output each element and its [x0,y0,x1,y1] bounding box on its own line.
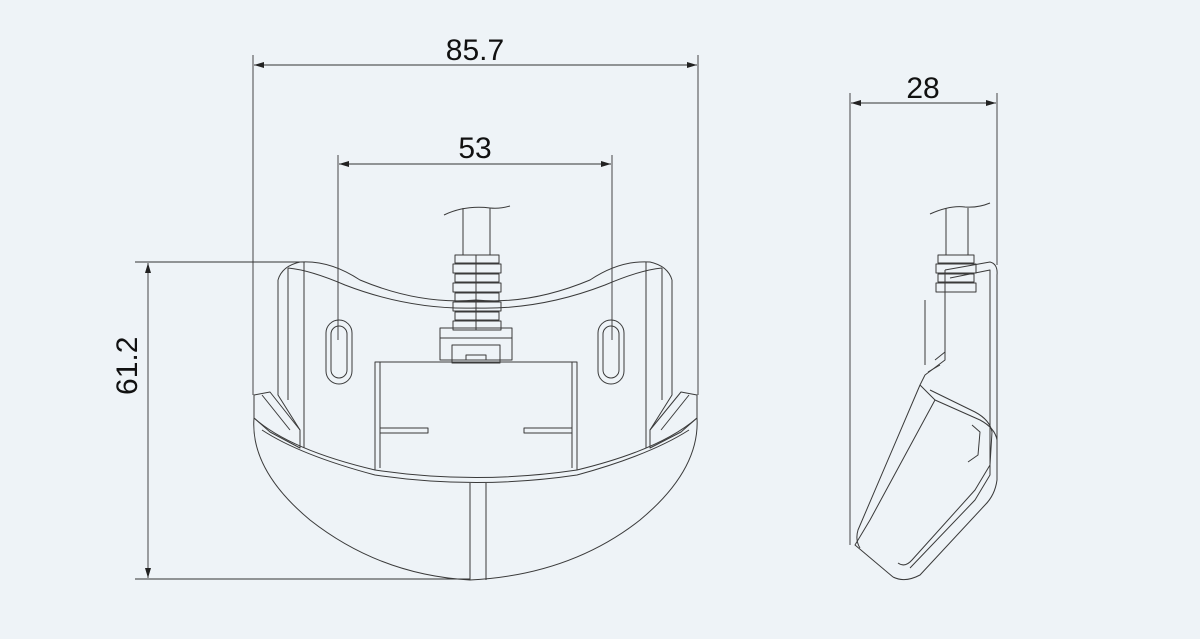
cable [443,205,511,255]
mounting-hole-left [325,319,353,385]
strain-relief [439,254,513,364]
back-plate [277,261,673,448]
dimension-depth-label: 28 [906,72,939,105]
dimension-depth [849,93,998,545]
side-body [854,261,998,581]
dimension-height [135,261,470,580]
dimension-hole-spacing-label: 53 [458,132,491,165]
side-cable [929,202,991,293]
lower-dome [253,417,698,581]
dimension-height-label: 61.2 [111,337,144,395]
connector-housing [374,361,578,470]
dimension-overall-width-label: 85.7 [446,34,504,67]
side-wings [253,391,698,449]
dimension-hole-spacing [337,155,613,340]
mounting-hole-right [597,319,625,385]
front-view [253,205,698,581]
dimension-overall-width [252,55,699,395]
side-view [854,202,998,581]
